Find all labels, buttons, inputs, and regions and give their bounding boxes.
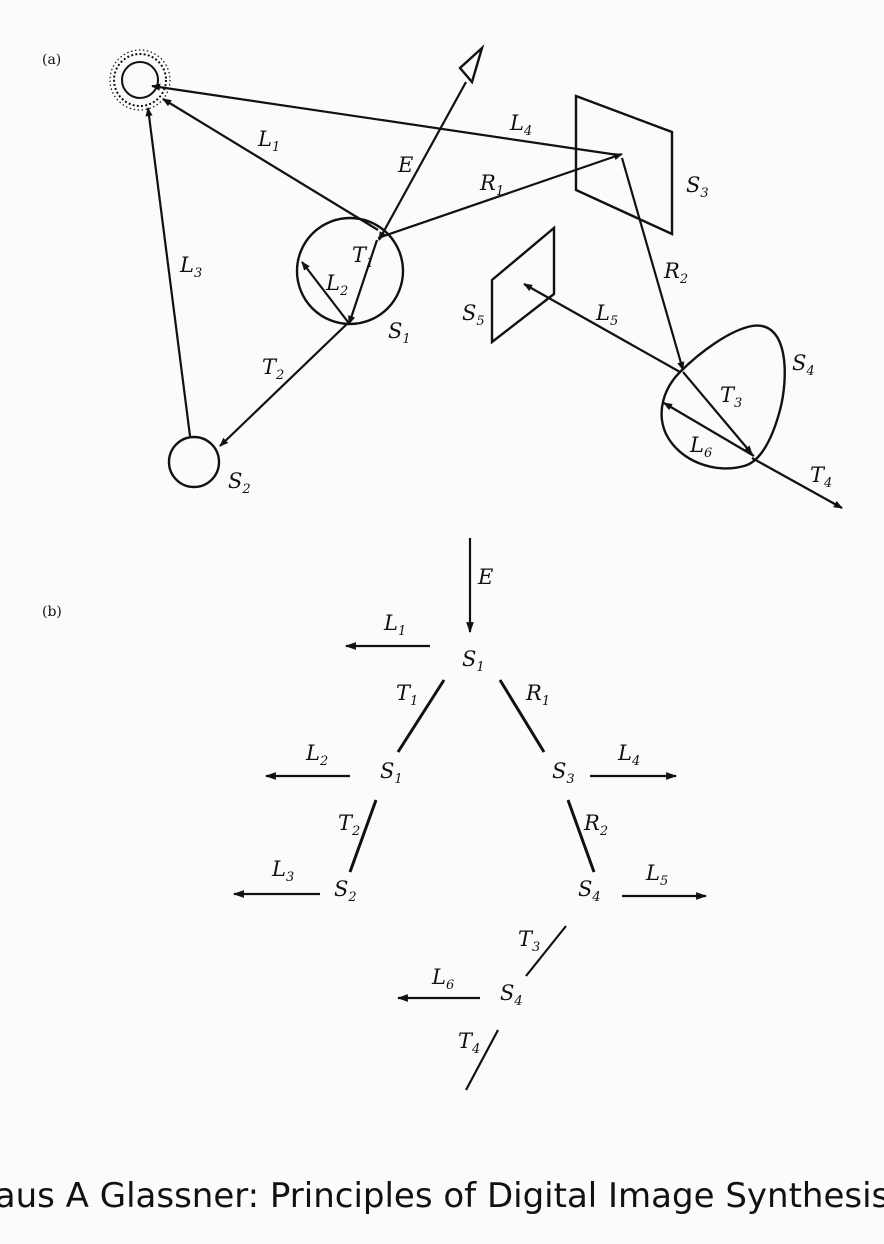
ray-t2	[219, 321, 350, 447]
blob-s4	[660, 324, 786, 470]
ray-t1	[347, 239, 379, 325]
panel-b-label-s1-mid: S1	[380, 759, 403, 787]
panel-b-label-t4: T4	[458, 1029, 480, 1057]
tree-edge-t3	[525, 925, 567, 977]
panel-a-label-t2: T2	[262, 355, 284, 383]
caption: aus A Glassner: Principles of Digital Im…	[0, 1176, 884, 1216]
panel-a-label-s4: S4	[792, 351, 815, 379]
panel-a-label-l1: L1	[257, 127, 280, 155]
ray-t4	[751, 457, 843, 509]
ray-l5	[523, 283, 681, 373]
plane-s5	[490, 225, 556, 345]
ray-l6	[663, 402, 755, 457]
ray-r1	[377, 152, 623, 240]
panel-b-label-s2: S2	[334, 877, 357, 905]
panel-b-label-r2: R2	[583, 811, 608, 839]
ray-e	[378, 81, 467, 241]
panel-b-label-l5: L5	[645, 861, 668, 889]
panel-b-label-e: E	[477, 565, 493, 589]
tree-edge-t2	[348, 799, 378, 873]
panel-a-label-l4: L4	[509, 111, 532, 139]
panel-a-label-e: E	[397, 153, 413, 177]
panel-a-label-s3: S3	[686, 173, 709, 201]
panel-a-label-t4: T4	[810, 463, 832, 491]
panel-b-label-r1: R1	[525, 681, 550, 709]
panel-a-label-s2: S2	[228, 469, 251, 497]
panel-a-label-l6: L6	[689, 433, 712, 461]
panel-b-label-l2: L2	[305, 741, 328, 769]
panel-b-label-t1: T1	[396, 681, 418, 709]
panel-a-label-t1: T1	[352, 243, 374, 271]
panel-b-label-l4: L4	[617, 741, 640, 769]
panel-b-label-s3: S3	[552, 759, 575, 787]
tree-edge-t1	[396, 679, 446, 753]
tree-edge-t4	[465, 1029, 499, 1091]
panel-a-label-l3: L3	[179, 253, 202, 281]
panel-a-label-r1: R1	[479, 171, 504, 199]
panel-a-label-r2: R2	[663, 259, 688, 287]
ray-l2	[301, 261, 349, 323]
panel-a-label-s1: S1	[388, 319, 411, 347]
panel-b-label-t3: T3	[518, 927, 540, 955]
panel-b-tag: (b)	[42, 604, 62, 620]
panel-b-label-s4-a: S4	[578, 877, 601, 905]
panel-b-label-l3: L3	[271, 857, 294, 885]
ray-t3	[682, 371, 753, 455]
panel-a-label-l2: L2	[325, 271, 348, 299]
panel-a-tag: (a)	[42, 52, 61, 68]
tree-edge-r2	[566, 799, 596, 873]
ray-r2	[620, 157, 685, 371]
panel-a-label-l5: L5	[595, 301, 618, 329]
ray-l3	[145, 107, 192, 437]
ray-l4	[151, 83, 619, 157]
panel-a-label-t3: T3	[720, 383, 742, 411]
sphere-s2	[167, 435, 221, 489]
eye-icon	[458, 44, 485, 85]
tree-edge-r1	[498, 679, 546, 753]
light-source-icon	[109, 49, 171, 111]
panel-b-label-s1-top: S1	[462, 647, 485, 675]
ray-l1	[162, 98, 379, 231]
panel-b-label-s4-b: S4	[500, 981, 523, 1009]
panel-b-label-l1: L1	[383, 611, 406, 639]
panel-b-label-t2: T2	[338, 811, 360, 839]
panel-b-label-l6: L6	[431, 965, 454, 993]
panel-a-label-s5: S5	[462, 301, 485, 329]
plane-s3	[574, 94, 674, 236]
